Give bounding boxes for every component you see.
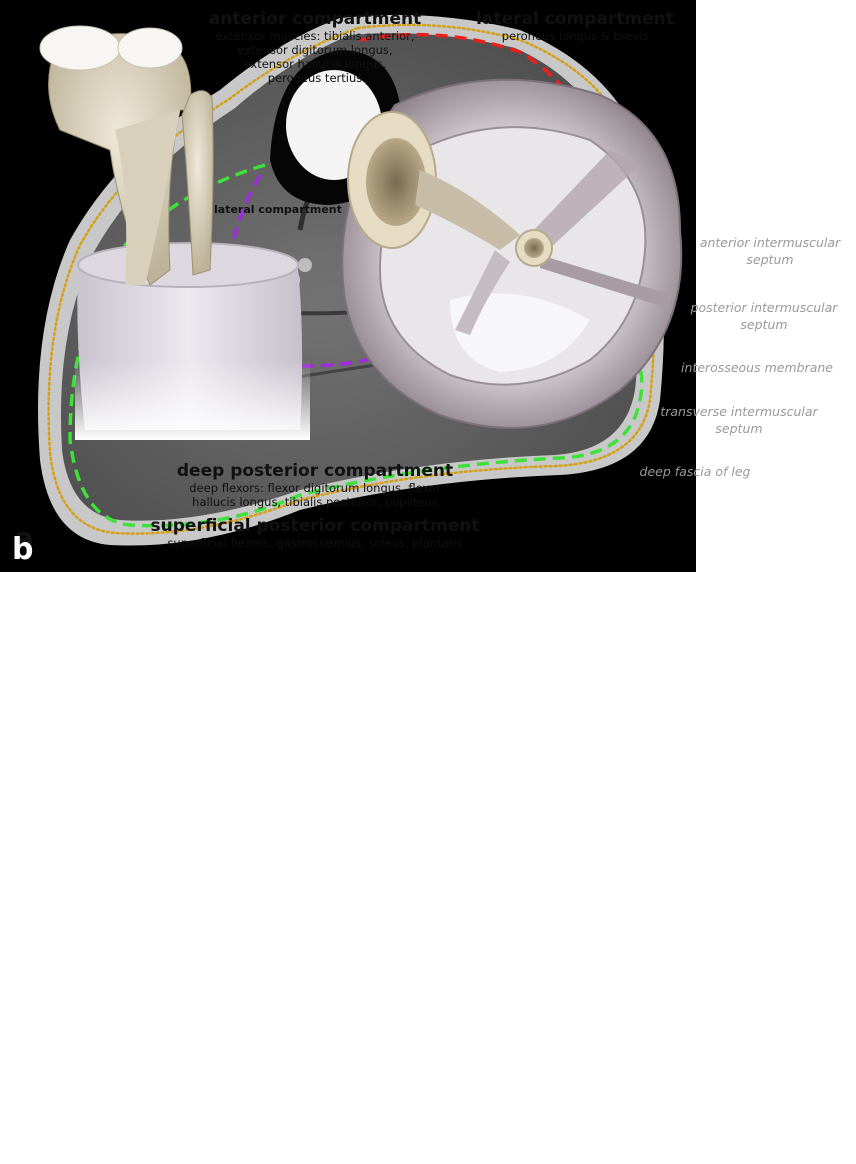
superficial-posterior-compartment-title: superficial posterior compartment — [140, 517, 490, 536]
transverse-intermuscular-septum-label: transverse intermuscular septum — [654, 403, 824, 437]
deep-fascia-of-leg-label: deep fascia of leg — [620, 463, 770, 480]
lateral-compartment-title: lateral compartment — [460, 10, 690, 29]
deep-posterior-compartment-label: deep posterior compartment deep flexors:… — [150, 462, 480, 509]
anterior-compartment-line: extensor muscles: tibialis anterior, — [175, 29, 455, 43]
label-line: posterior intermuscular — [684, 299, 844, 316]
superficial-posterior-compartment-line: superficial flexors: gastrocnemius, sole… — [140, 536, 490, 550]
panel-b-letter: b — [12, 532, 33, 567]
lateral-compartment-label: lateral compartment peroneus longus & br… — [460, 10, 690, 43]
anterior-compartment-line: extensor digitorum longus, — [175, 43, 455, 57]
label-line: interosseous membrane — [672, 359, 842, 376]
anterior-intermuscular-septum-label: anterior intermuscular septum — [690, 234, 850, 268]
interosseous-membrane-label: interosseous membrane — [672, 359, 842, 376]
deep-posterior-compartment-line: deep flexors: flexor digitorum longus, f… — [150, 481, 480, 495]
lateral-compartment-side-label: lateral compartment — [214, 203, 342, 216]
lateral-compartment-line: peroneus longus & brevis — [460, 29, 690, 43]
label-line: transverse intermuscular — [654, 403, 824, 420]
label-line: septum — [684, 316, 844, 333]
anterior-compartment-line: peroneus tertius — [175, 71, 455, 85]
superficial-posterior-compartment-label: superficial posterior compartment superf… — [140, 517, 490, 550]
deep-posterior-compartment-line: hallucis longus, tibialis posterior, pop… — [150, 495, 480, 509]
posterior-intermuscular-septum-label: posterior intermuscular septum — [684, 299, 844, 333]
anterior-compartment-label: anterior compartment extensor muscles: t… — [175, 10, 455, 85]
label-line: septum — [654, 420, 824, 437]
deep-posterior-compartment-title: deep posterior compartment — [150, 462, 480, 481]
label-line: anterior intermuscular — [690, 234, 850, 251]
leg-cross-section-illustration — [342, 80, 681, 428]
anterior-compartment-line: extensor hallucis longus, — [175, 57, 455, 71]
label-line: septum — [690, 251, 850, 268]
label-line: deep fascia of leg — [620, 463, 770, 480]
anterior-compartment-title: anterior compartment — [175, 10, 455, 29]
